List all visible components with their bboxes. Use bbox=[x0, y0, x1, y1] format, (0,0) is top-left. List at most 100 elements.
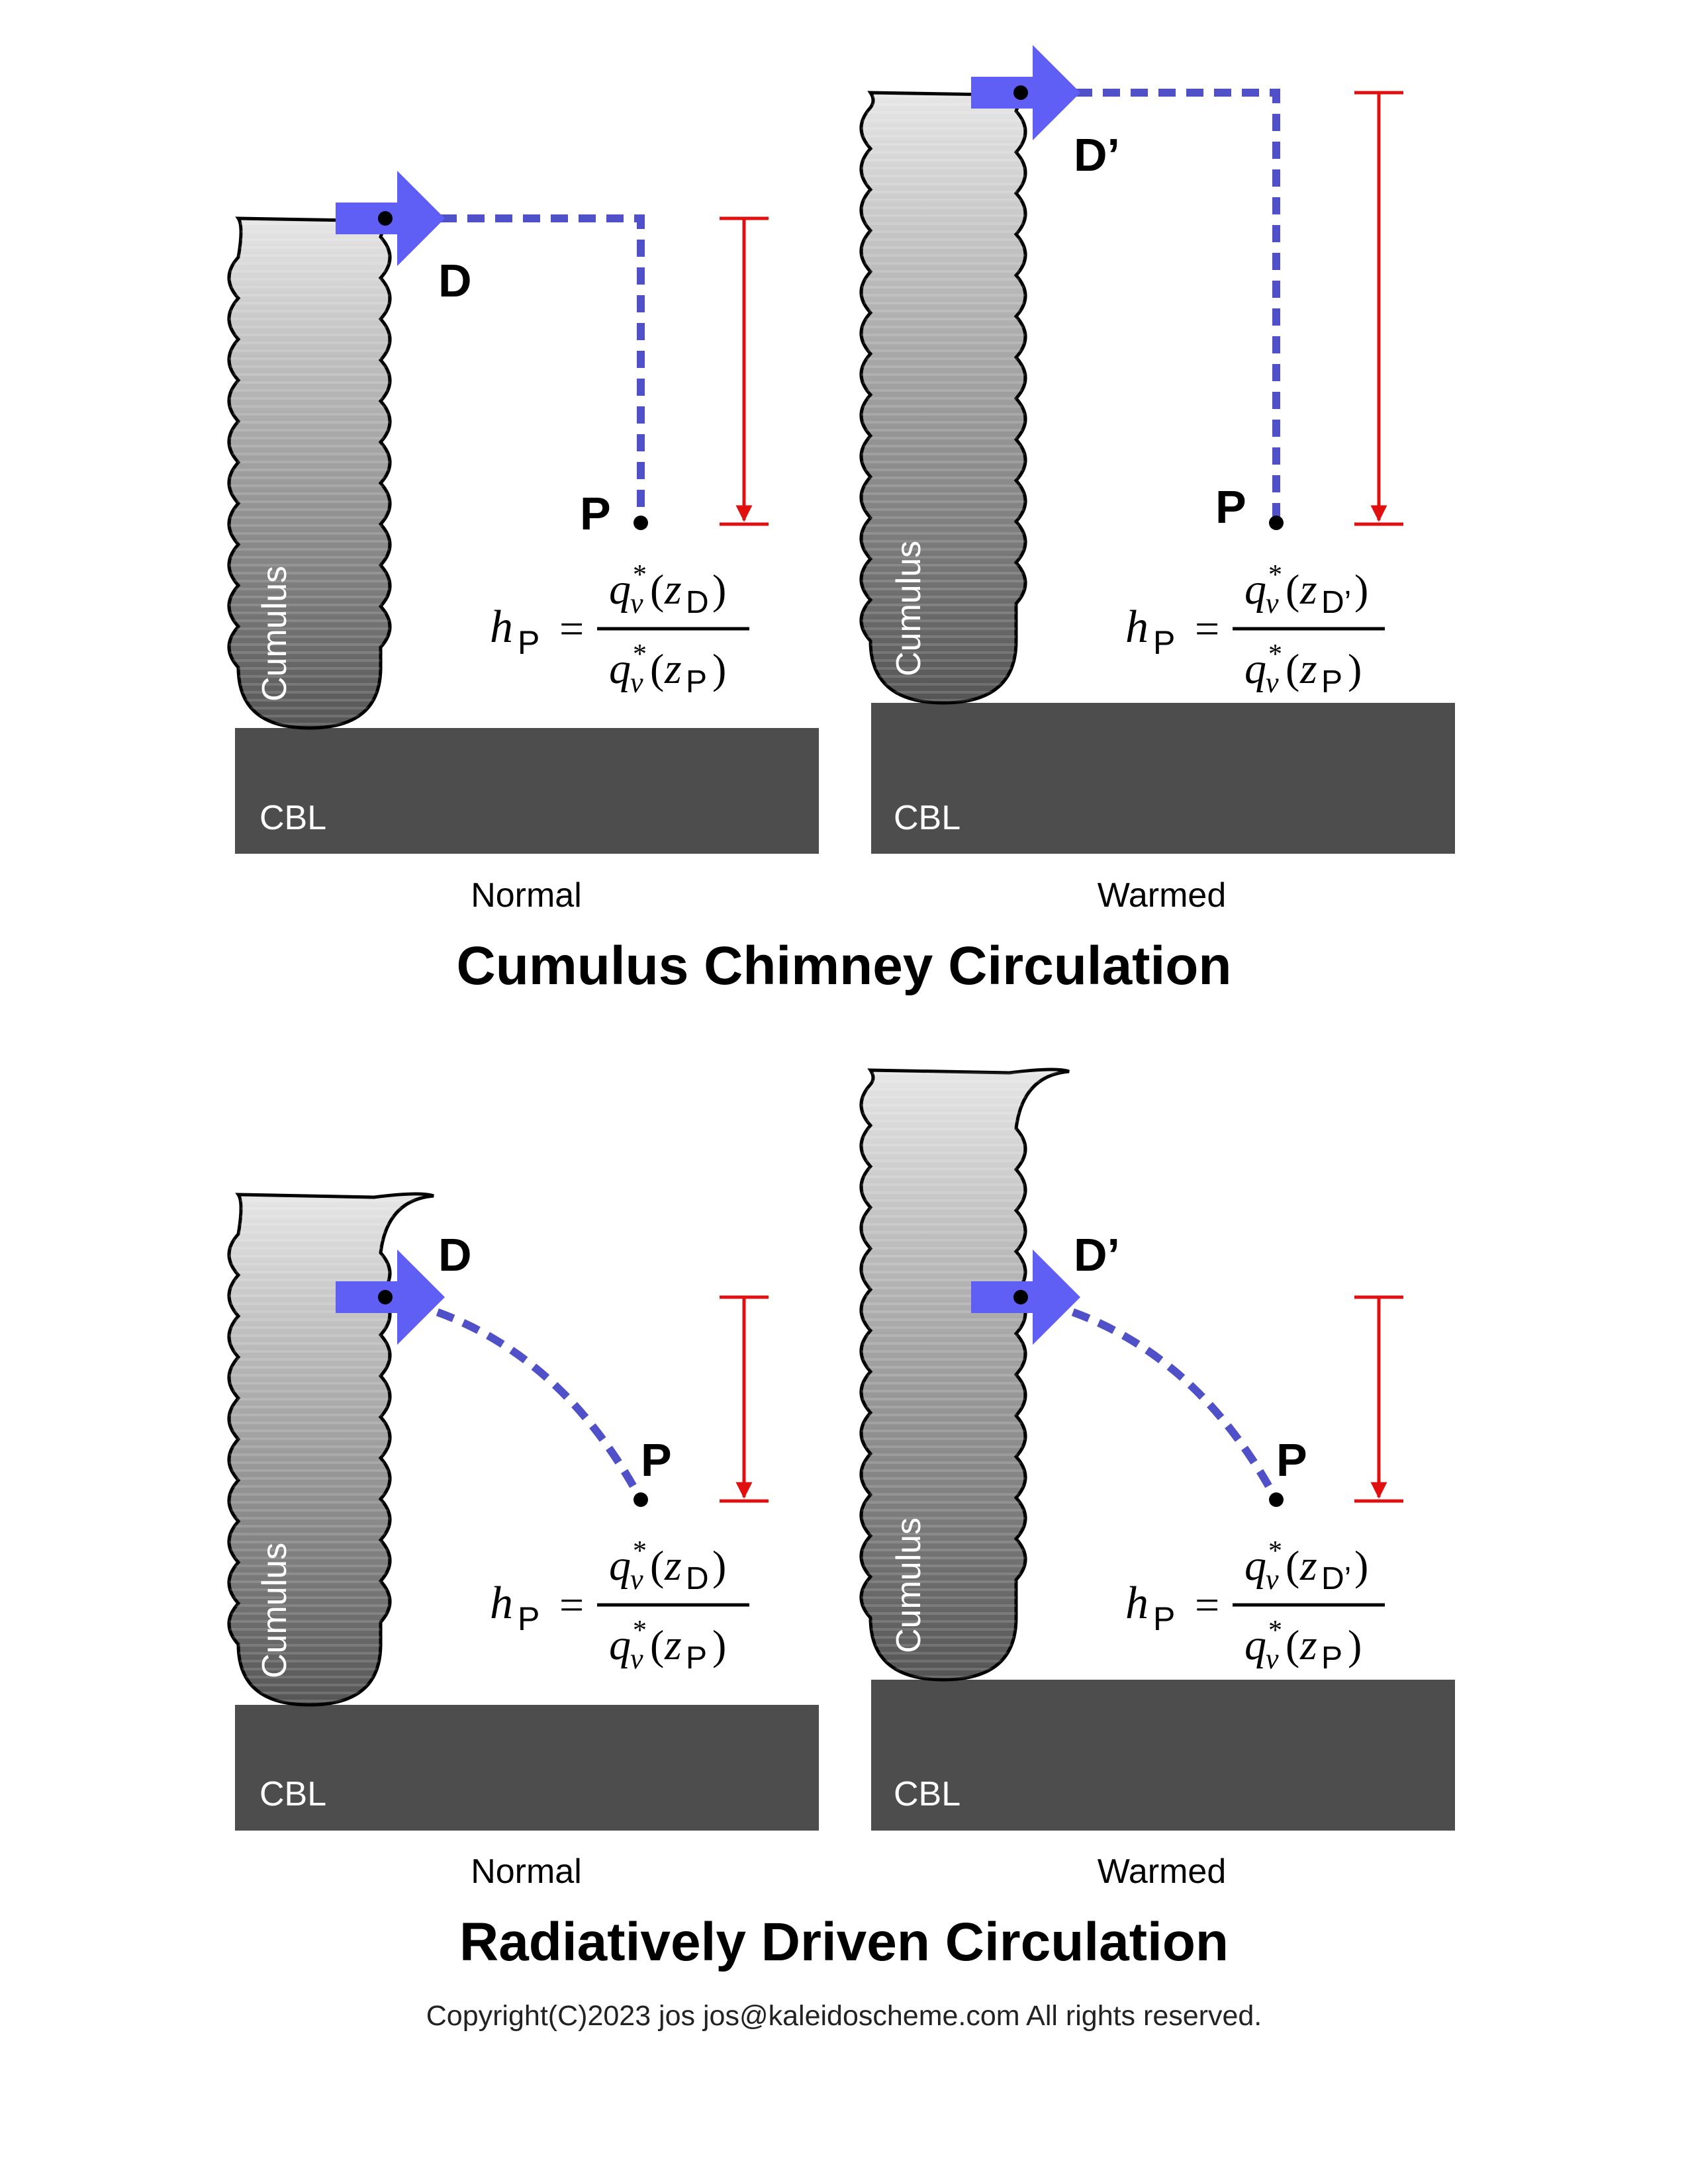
svg-text:z: z bbox=[1299, 645, 1317, 693]
detrainment-point-marker bbox=[1013, 1290, 1028, 1304]
cbl-label: CBL bbox=[894, 1775, 961, 1813]
cbl-block bbox=[235, 1705, 819, 1831]
svg-text:D: D bbox=[686, 585, 709, 620]
svg-text:v: v bbox=[630, 1643, 643, 1675]
svg-text:v: v bbox=[1266, 587, 1279, 619]
panel-caption: Normal bbox=[471, 876, 582, 915]
cloud-texture bbox=[229, 1193, 434, 1705]
svg-text:q: q bbox=[609, 1621, 631, 1669]
parcel-label: P bbox=[641, 1434, 672, 1486]
detrainment-point-marker bbox=[378, 1290, 393, 1304]
svg-text:z: z bbox=[664, 565, 682, 614]
svg-text:(: ( bbox=[650, 1542, 664, 1589]
detrainment-label: D’ bbox=[1074, 1229, 1120, 1281]
cloud-texture bbox=[229, 218, 391, 728]
cumulus-label: Cumulus bbox=[890, 1518, 928, 1653]
svg-text:=: = bbox=[559, 605, 584, 653]
parcel-point-marker bbox=[1269, 1492, 1284, 1507]
svg-text:(: ( bbox=[650, 566, 664, 613]
parcel-point-marker bbox=[633, 1492, 648, 1507]
cloud-texture bbox=[861, 1069, 1069, 1680]
svg-text:*: * bbox=[633, 1615, 647, 1646]
svg-text:q: q bbox=[1244, 1621, 1266, 1669]
svg-text:(: ( bbox=[1286, 645, 1299, 692]
svg-text:P: P bbox=[1153, 1600, 1175, 1637]
svg-text:v: v bbox=[1266, 1563, 1279, 1596]
cbl-block bbox=[871, 703, 1455, 854]
svg-text:): ) bbox=[1354, 566, 1368, 613]
panel-caption: Normal bbox=[471, 1852, 582, 1891]
svg-text:*: * bbox=[1268, 639, 1282, 670]
svg-text:v: v bbox=[1266, 1643, 1279, 1675]
svg-text:*: * bbox=[633, 1536, 647, 1567]
cbl-label: CBL bbox=[259, 1775, 326, 1813]
parcel-point-marker bbox=[1269, 516, 1284, 530]
panel-caption: Warmed bbox=[1098, 1852, 1227, 1891]
cumulus-label: Cumulus bbox=[256, 1543, 294, 1678]
cbl-label: CBL bbox=[894, 799, 961, 837]
svg-text:q: q bbox=[1244, 645, 1266, 693]
svg-text:z: z bbox=[664, 645, 682, 693]
svg-text:q: q bbox=[609, 565, 631, 614]
double-arrow-icon bbox=[1354, 91, 1403, 526]
detrainment-label: D’ bbox=[1074, 129, 1120, 181]
svg-text:h: h bbox=[490, 1578, 513, 1629]
svg-text:D: D bbox=[686, 1561, 709, 1596]
parcel-point-marker bbox=[633, 516, 648, 530]
svg-text:): ) bbox=[1354, 1542, 1368, 1589]
detrainment-point-marker bbox=[1013, 85, 1028, 100]
svg-text:P: P bbox=[686, 664, 707, 700]
svg-text:): ) bbox=[712, 1542, 726, 1589]
double-arrow-icon bbox=[1354, 1295, 1403, 1503]
double-arrow-icon bbox=[720, 216, 769, 526]
svg-text:z: z bbox=[664, 1621, 682, 1669]
svg-text:D’: D’ bbox=[1321, 585, 1351, 620]
svg-text:z: z bbox=[1299, 565, 1317, 614]
svg-text:v: v bbox=[630, 587, 643, 619]
svg-text:z: z bbox=[1299, 1621, 1317, 1669]
flow-path bbox=[1019, 89, 1280, 523]
svg-text:P: P bbox=[686, 1641, 707, 1676]
flow-path bbox=[383, 1293, 645, 1502]
svg-text:): ) bbox=[1348, 1621, 1362, 1668]
svg-text:P: P bbox=[1321, 664, 1342, 700]
svg-text:=: = bbox=[1195, 605, 1219, 653]
svg-text:P: P bbox=[1153, 624, 1175, 661]
svg-text:=: = bbox=[1195, 1581, 1219, 1629]
svg-text:v: v bbox=[630, 666, 643, 699]
svg-text:v: v bbox=[1266, 666, 1279, 699]
svg-text:P: P bbox=[518, 624, 539, 661]
panel-caption: Warmed bbox=[1098, 876, 1227, 915]
svg-text:q: q bbox=[609, 645, 631, 693]
svg-text:P: P bbox=[1321, 1641, 1342, 1676]
parcel-label: P bbox=[1276, 1434, 1307, 1486]
svg-text:q: q bbox=[1244, 1541, 1266, 1590]
svg-text:(: ( bbox=[650, 1621, 664, 1668]
svg-text:*: * bbox=[633, 639, 647, 670]
double-arrow-icon bbox=[720, 1295, 769, 1503]
svg-text:q: q bbox=[609, 1541, 631, 1590]
svg-text:=: = bbox=[559, 1581, 584, 1629]
detrainment-label: D bbox=[438, 1229, 472, 1281]
detrainment-label: D bbox=[438, 255, 472, 306]
cbl-block bbox=[871, 1680, 1455, 1831]
parcel-label: P bbox=[1215, 481, 1246, 533]
svg-text:(: ( bbox=[1286, 566, 1299, 613]
cumulus-label: Cumulus bbox=[256, 566, 294, 702]
svg-text:): ) bbox=[1348, 645, 1362, 692]
svg-text:*: * bbox=[1268, 1615, 1282, 1646]
